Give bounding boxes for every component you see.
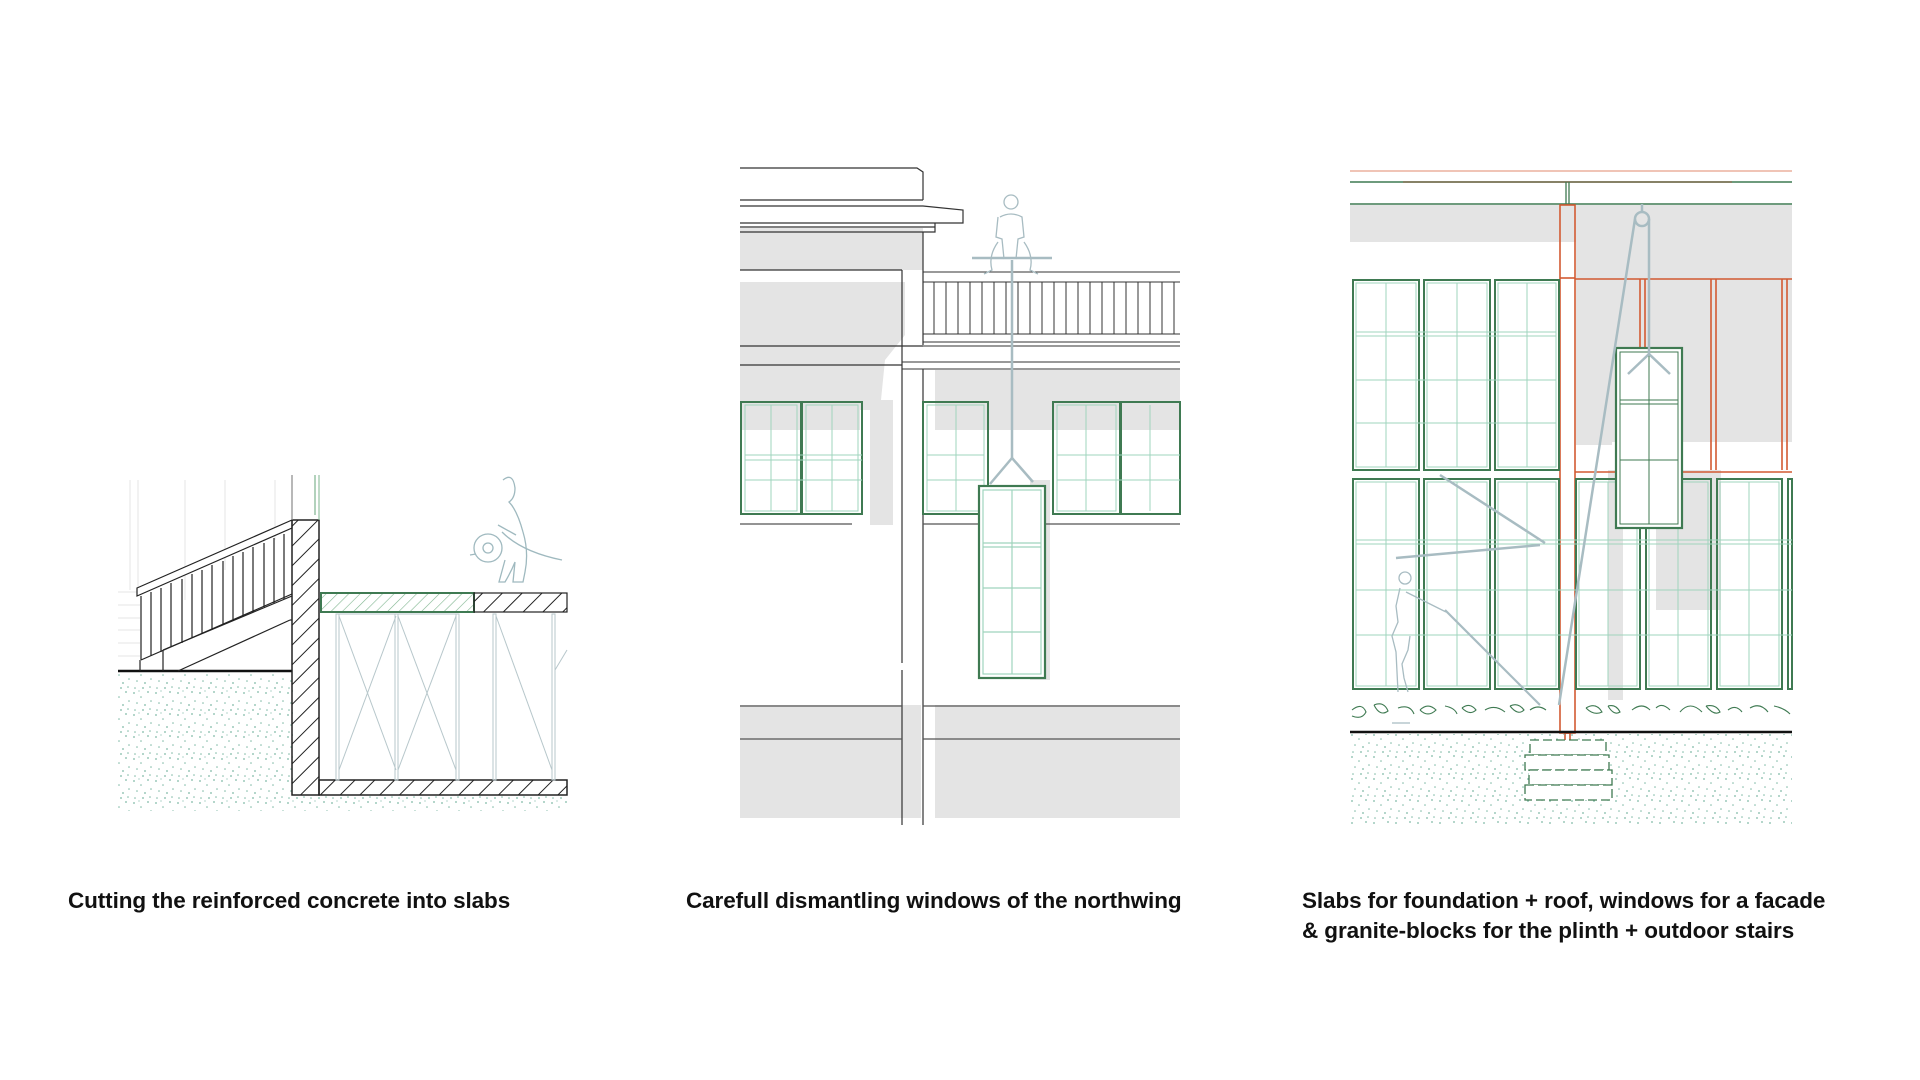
staircase-railing — [136, 519, 293, 672]
facade-windows — [740, 401, 1181, 515]
panel-cutting-concrete — [110, 470, 580, 830]
caption-panel-1: Cutting the reinforced concrete into sla… — [68, 888, 511, 913]
roof-balustrade — [902, 271, 1180, 370]
soil-bottom — [293, 795, 567, 811]
panel-reassembly-facade — [1350, 160, 1820, 830]
caption-panel-2: Carefull dismantling windows of the nort… — [686, 888, 1182, 913]
panel-dismantling-windows — [730, 160, 1200, 830]
elevation-drawing-reassembly — [1350, 170, 1793, 824]
remaining-slab — [473, 592, 568, 613]
granite-block-foundation — [1524, 739, 1613, 801]
pull-rope — [1444, 609, 1541, 706]
bottom-slab-section — [318, 779, 568, 796]
shoring-props — [335, 613, 568, 781]
elevation-drawing-dismantling — [740, 167, 1181, 825]
pulley-hoist — [1395, 204, 1671, 706]
worker-on-roof-figure — [983, 194, 1039, 275]
facade-windows-lower — [1352, 478, 1793, 690]
facade-windows-upper — [1352, 279, 1560, 471]
floor-lines — [740, 523, 1180, 740]
stone-plinth — [1351, 703, 1791, 718]
worker-pulling-rope-figure — [1391, 571, 1447, 724]
window-being-lowered — [977, 484, 1047, 680]
concrete-wall-section — [291, 519, 320, 796]
roof-structure — [1350, 170, 1792, 205]
hoist-rope — [972, 256, 1052, 485]
cut-slab-green — [320, 592, 475, 613]
caption-panel-3: Slabs for foundation + roof, windows for… — [1302, 888, 1826, 943]
worker-with-saw-figure — [469, 476, 563, 583]
background-building-lines — [118, 480, 276, 657]
window-lifted-into-place — [1614, 346, 1684, 530]
soil-left — [118, 671, 293, 811]
section-drawing-cutting-slabs — [118, 475, 568, 811]
